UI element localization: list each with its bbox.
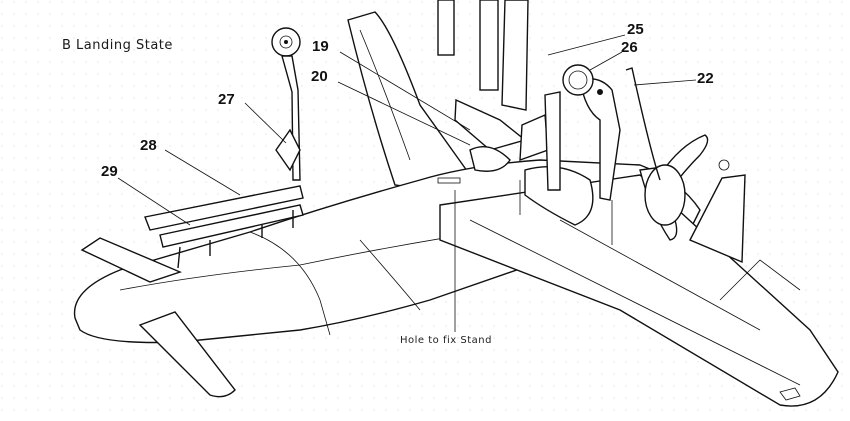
canard-upper [80,237,182,283]
callout-22: 22 [697,70,714,87]
propeller [625,67,709,241]
callout-27: 27 [218,91,235,108]
callout-19: 19 [312,38,329,55]
callout-29: 29 [101,163,118,180]
stand-base [144,185,304,269]
stand-hole-caption: Hole to fix Stand [400,335,492,346]
landing-gear-struts [437,0,621,226]
callout-25: 25 [627,21,644,38]
display-stand [271,27,301,181]
leader-lines [117,34,697,332]
canard-lower [138,311,236,398]
main-wing [439,174,839,407]
callout-20: 20 [311,68,328,85]
section-title: B Landing State [62,38,173,53]
wheel-part [562,64,594,96]
callout-26: 26 [621,39,638,56]
callout-28: 28 [140,137,157,154]
vertical-fin [689,174,746,264]
